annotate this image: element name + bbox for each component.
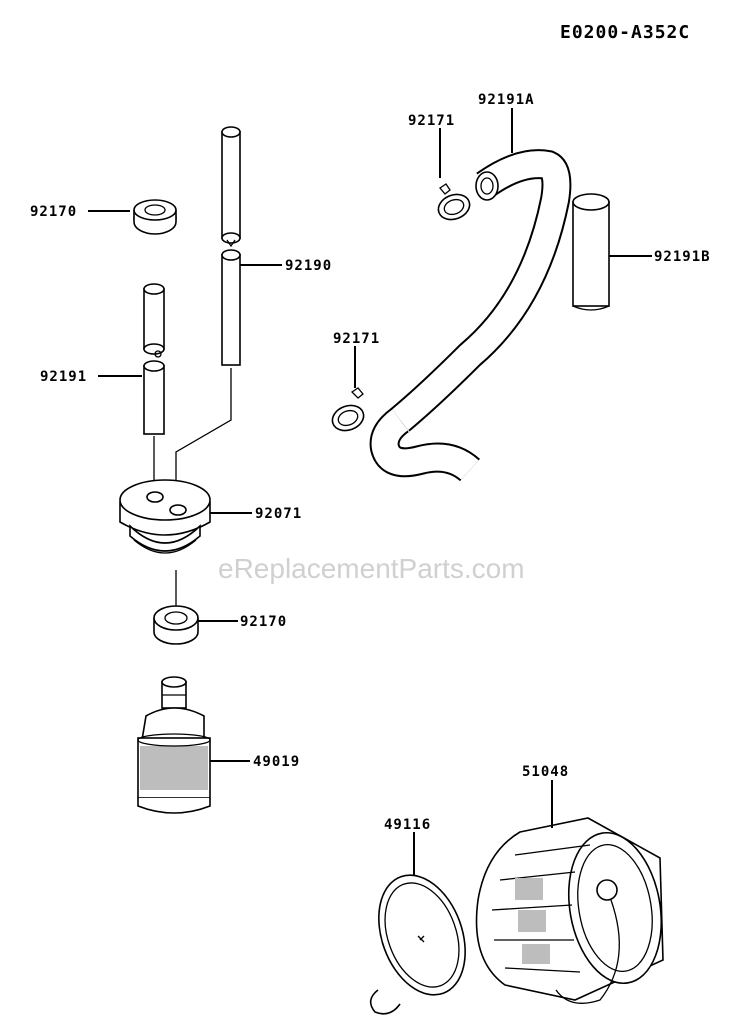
grommet-ring-bottom[interactable] (153, 605, 199, 645)
callout-92171-middle: 92171 (333, 331, 380, 347)
callout-92191B: 92191B (654, 249, 711, 265)
callout-49019: 49019 (253, 754, 300, 770)
watermark: eReplacementParts.com (218, 553, 525, 584)
straight-hose[interactable] (572, 193, 610, 311)
fuel-tube-upper[interactable] (221, 126, 241, 248)
short-tube-upper[interactable] (143, 283, 165, 358)
callout-92170-bottom: 92170 (240, 614, 287, 630)
callout-92071: 92071 (255, 506, 302, 522)
filter-guard-cage[interactable] (475, 817, 673, 1004)
callout-92170-top: 92170 (30, 204, 77, 220)
callout-92191: 92191 (40, 369, 87, 385)
hose-clamp-middle[interactable] (329, 387, 367, 435)
bent-fuel-hose[interactable] (369, 149, 572, 482)
callout-92171-top: 92171 (408, 113, 455, 129)
callout-51048: 51048 (522, 764, 569, 780)
fuel-tube-lower[interactable] (221, 249, 241, 366)
diagram-code: E0200-A352C (560, 22, 690, 43)
short-tube-lower[interactable] (143, 360, 165, 435)
fuel-filter[interactable] (137, 676, 211, 814)
callout-92191A: 92191A (478, 92, 535, 108)
callout-49116: 49116 (384, 817, 431, 833)
hose-clamp-top[interactable] (435, 183, 473, 224)
filter-cover-disc[interactable] (363, 863, 481, 1015)
callout-92190: 92190 (285, 258, 332, 274)
tank-grommet[interactable] (119, 479, 211, 554)
grommet-ring-top[interactable] (133, 199, 177, 235)
